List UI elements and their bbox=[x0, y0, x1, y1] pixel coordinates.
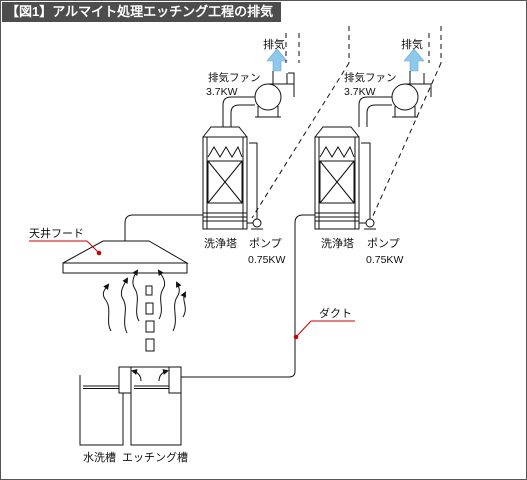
fan-right-name: 排気ファン bbox=[344, 71, 397, 84]
fume-column bbox=[145, 285, 155, 352]
scrubber-tower-left bbox=[202, 126, 248, 230]
water-tank-label: 水洗槽 bbox=[83, 451, 116, 464]
exhaust-fan-left bbox=[254, 72, 295, 118]
water-rinse-tank bbox=[79, 375, 124, 446]
figure-title: 【図1】アルマイト処理エッチング工程の排気 bbox=[2, 2, 282, 22]
hood-callout bbox=[29, 240, 102, 256]
exhaust-fan-right bbox=[391, 83, 432, 118]
duct-label: ダクト bbox=[319, 306, 352, 320]
ceiling-hood bbox=[62, 240, 189, 274]
scrubber-left-label: 洗浄塔 bbox=[204, 236, 237, 250]
duct-hood-to-scrubber bbox=[124, 214, 203, 241]
fan-duct-left bbox=[222, 96, 255, 127]
hood-label: 天井フード bbox=[29, 226, 84, 240]
exhaust-arrow-right bbox=[403, 48, 425, 72]
tank-suction-arrows bbox=[131, 369, 169, 382]
pump-left-power: 0.75KW bbox=[248, 254, 285, 266]
fan-left-power: 3.7KW bbox=[206, 86, 238, 98]
stack-right bbox=[409, 71, 425, 84]
etching-tank-label: エッチング槽 bbox=[122, 450, 188, 464]
scrubber-right-label: 洗浄塔 bbox=[321, 236, 354, 250]
pump-right bbox=[359, 142, 376, 230]
pump-right-name: ポンプ bbox=[367, 237, 400, 250]
exhaust-label-left: 排気 bbox=[263, 37, 285, 51]
tank-local-hood bbox=[118, 366, 182, 394]
stack-left bbox=[272, 71, 288, 84]
duct-tank-to-scrubber bbox=[181, 214, 315, 378]
fan-left-name: 排気ファン bbox=[208, 71, 261, 84]
exhaust-label-right: 排気 bbox=[401, 37, 423, 51]
fan-right-power: 3.7KW bbox=[344, 86, 376, 98]
exhaust-arrow-left bbox=[266, 48, 288, 72]
pump-right-power: 0.75KW bbox=[366, 254, 403, 266]
dashed-lines bbox=[251, 26, 442, 219]
duct-callout bbox=[293, 320, 355, 340]
pump-left-name: ポンプ bbox=[249, 237, 282, 250]
fume-flow-arrows bbox=[102, 269, 186, 334]
scrubber-tower-right bbox=[314, 126, 360, 230]
pump-left bbox=[247, 142, 263, 230]
fan-duct-right bbox=[358, 96, 392, 127]
